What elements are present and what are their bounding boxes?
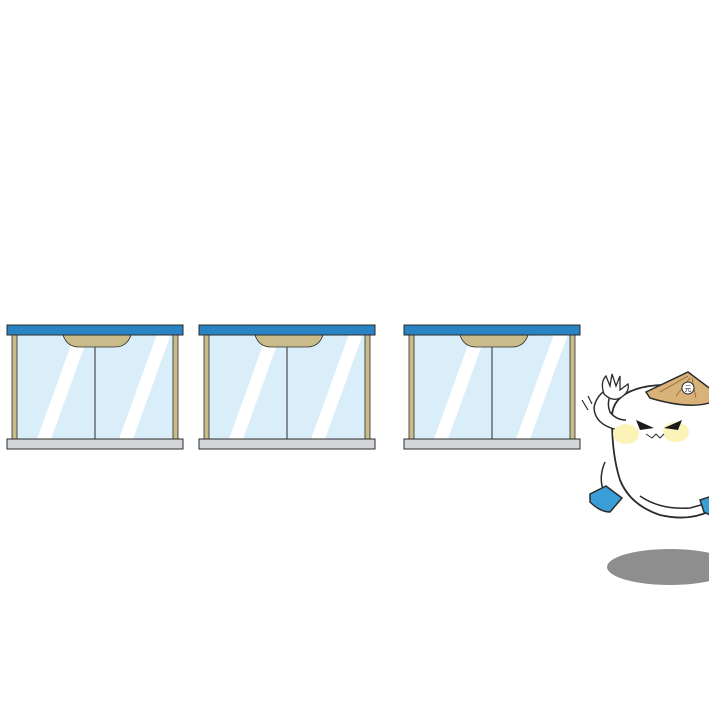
left-eye [636, 420, 654, 430]
mascot-shadow [607, 549, 709, 585]
right-boot [699, 496, 709, 516]
mouth [645, 433, 665, 439]
left-cheek [613, 424, 639, 444]
waving-hand [601, 373, 629, 400]
left-boot [589, 485, 624, 513]
door-3 [403, 324, 581, 450]
hat-badge-icon [681, 381, 695, 395]
door-1 [6, 324, 184, 450]
right-eye [664, 420, 682, 430]
hat-badge-text: 元 [685, 385, 692, 393]
door-2 [198, 324, 376, 450]
mascot: 元 [581, 371, 709, 519]
hat [644, 371, 709, 406]
